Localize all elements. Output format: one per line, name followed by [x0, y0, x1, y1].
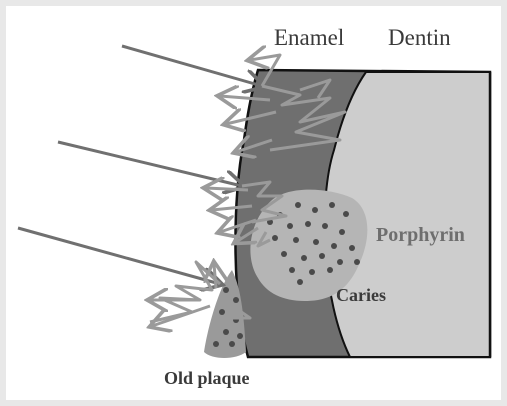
- porphyrin-label: Porphyrin: [376, 224, 465, 246]
- caries-label: Caries: [336, 285, 386, 305]
- old-plaque-label: Old plaque: [164, 368, 250, 388]
- enamel-label: Enamel: [274, 25, 344, 50]
- dentin-label: Dentin: [388, 25, 451, 50]
- incoming-light-arrows: [18, 46, 262, 284]
